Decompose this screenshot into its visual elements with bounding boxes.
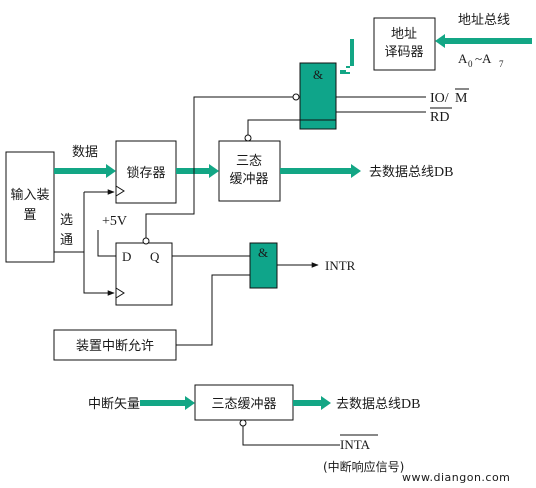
enable-to-and-wire xyxy=(176,274,250,346)
input-device-block: 输入装 置 xyxy=(5,151,55,263)
interrupt-enable-label: 装置中断允许 xyxy=(76,338,154,354)
tristate-buffer-bottom-block: 三态缓冲器 xyxy=(194,384,294,421)
db-top-label: DB xyxy=(434,165,453,180)
vcc-to-d-wire xyxy=(97,230,116,257)
address-decoder-label-1: 地址 xyxy=(391,27,417,42)
and-gate-top-symbol: & xyxy=(313,67,323,82)
inta-note-label: (中断响应信号) xyxy=(323,459,404,474)
watermark-text: www.diangon.com xyxy=(402,471,510,484)
rd-label: RD xyxy=(430,110,449,125)
vcc-label: +5V xyxy=(102,214,127,229)
dff-clock-symbol xyxy=(115,287,125,299)
input-device-label-2: 置 xyxy=(23,208,36,223)
strobe-to-dff-wire xyxy=(54,251,115,296)
data-bus-arrow-1 xyxy=(54,164,116,178)
and-top-inversion-bubble xyxy=(292,93,300,101)
addr-sub7: 7 xyxy=(499,59,504,69)
latch-clock-symbol xyxy=(115,185,125,197)
address-bus-arrow xyxy=(435,34,532,48)
latch-block: 锁存器 xyxy=(115,140,177,204)
interrupt-enable-block: 装置中断允许 xyxy=(53,329,177,361)
intr-label: INTR xyxy=(325,258,356,273)
address-range-label: A 0 ~A 7 xyxy=(458,51,504,69)
strobe-label-1: 选 xyxy=(60,213,73,228)
d-flip-flop-block: D Q xyxy=(115,242,173,306)
data-label: 数据 xyxy=(72,145,98,160)
decoder-to-gate-arrow xyxy=(340,39,374,74)
tristate-buffer-top-block: 三态 缓冲器 xyxy=(218,140,281,202)
and-gate-mid-symbol: & xyxy=(258,245,268,260)
tristate-bottom-enable-bubble xyxy=(239,419,247,427)
tristate-bottom-label: 三态缓冲器 xyxy=(211,397,276,412)
and-gate-mid: & xyxy=(249,242,278,289)
latch-label: 锁存器 xyxy=(126,165,165,181)
to-db-top-label: 去数据总线 xyxy=(369,165,434,180)
int-vector-label: 中断矢量 xyxy=(88,397,140,412)
io-m-label: IO/ xyxy=(430,91,449,106)
address-bus-label: 地址总线 xyxy=(458,13,510,28)
dff-q-label: Q xyxy=(150,249,160,264)
and-top-output-wire xyxy=(247,119,336,137)
input-device-label-1: 输入装 xyxy=(10,187,49,203)
bus-arrows xyxy=(54,34,532,410)
m-bar-label: M xyxy=(455,91,468,106)
address-decoder-label-2: 译码器 xyxy=(384,45,423,60)
select-feedback-wire xyxy=(145,96,296,240)
address-decoder-block: 地址 译码器 xyxy=(373,17,436,71)
strobe-label-2: 通 xyxy=(60,233,73,248)
and-gate-top: & xyxy=(299,62,337,130)
wires xyxy=(54,93,426,446)
addr-sub0: 0 xyxy=(468,59,473,69)
bottom-db-bus-arrow xyxy=(293,396,331,410)
labels: 数据 选 通 +5V 地址总线 A 0 ~A 7 IO/ M RD 去数据总线 … xyxy=(60,13,510,484)
addr-a0: A xyxy=(458,51,468,66)
db-bottom-label: DB xyxy=(401,397,420,412)
dff-clear-bubble xyxy=(142,237,150,245)
int-vector-bus-arrow xyxy=(140,396,195,410)
inta-wire xyxy=(242,424,340,446)
inta-label: INTA xyxy=(340,437,371,452)
tristate-top-label-2: 缓冲器 xyxy=(229,172,268,187)
to-db-bottom-label: 去数据总线 xyxy=(336,397,401,412)
tristate-top-enable-bubble xyxy=(244,134,252,142)
data-bus-arrow-2 xyxy=(176,164,219,178)
dff-d-label: D xyxy=(122,249,131,264)
addr-tilde-a: ~A xyxy=(475,51,492,66)
data-bus-arrow-3 xyxy=(280,164,361,178)
tristate-top-label-1: 三态 xyxy=(236,154,262,169)
